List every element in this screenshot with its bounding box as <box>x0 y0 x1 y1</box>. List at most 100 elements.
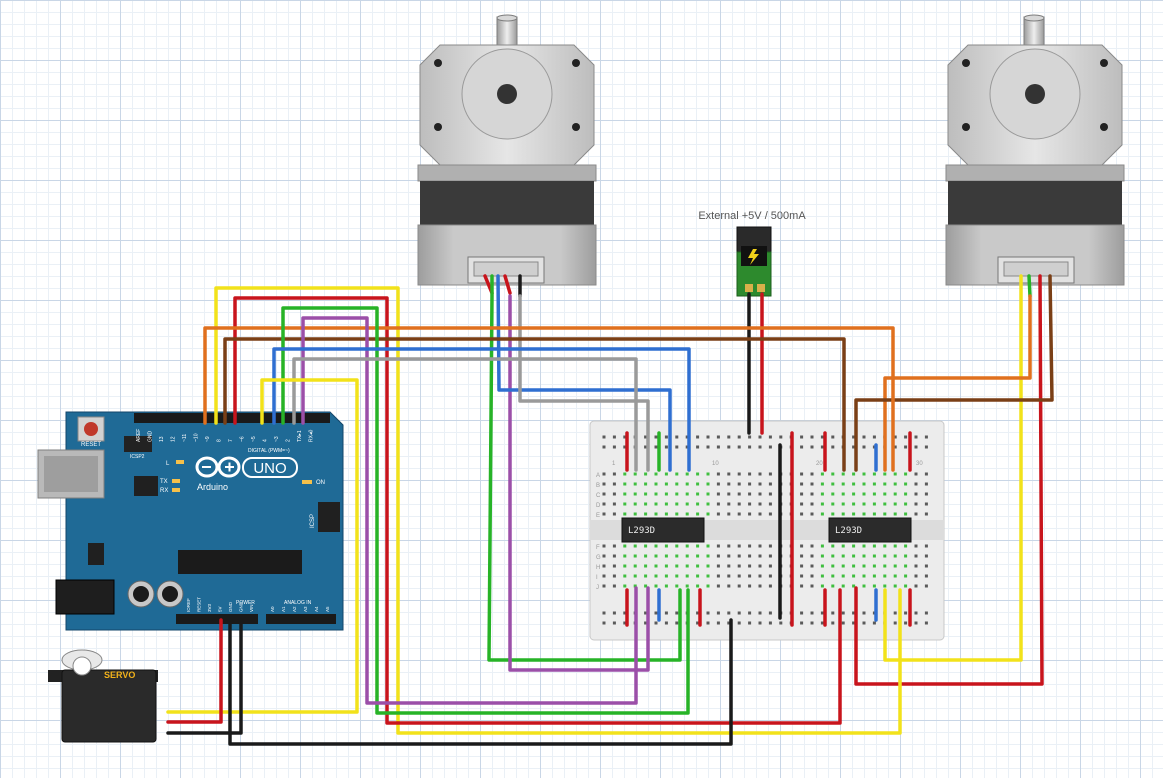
breadboard-hole <box>664 492 668 496</box>
breadboard-hole <box>800 435 804 439</box>
breadboard-hole <box>623 564 627 568</box>
breadboard-hole <box>758 445 762 449</box>
breadboard-hole <box>675 445 679 449</box>
breadboard-hole <box>644 482 648 486</box>
svg-text:20: 20 <box>816 461 823 467</box>
breadboard-hole <box>904 564 908 568</box>
arduino-uno-board: RESET ICSP2 ICSP UNO Arduino DIGITAL (PW… <box>37 411 344 631</box>
led-tx-label: TX <box>160 479 168 485</box>
breadboard-hole <box>758 512 762 516</box>
breadboard-hole <box>644 502 648 506</box>
breadboard-hole <box>664 564 668 568</box>
power-jack-label: External +5V / 500mA <box>698 210 806 222</box>
breadboard-hole <box>904 554 908 558</box>
breadboard-hole <box>727 435 731 439</box>
breadboard-hole <box>841 502 845 506</box>
breadboard-hole <box>872 584 876 588</box>
breadboard-hole <box>841 482 845 486</box>
breadboard-hole <box>768 611 772 615</box>
breadboard-hole <box>654 564 658 568</box>
breadboard-hole <box>862 435 866 439</box>
breadboard-hole <box>831 584 835 588</box>
breadboard-row-letters: A B C D E F G H I J 1 10 20 30 <box>596 461 923 591</box>
breadboard-hole <box>675 584 679 588</box>
breadboard-hole <box>612 502 616 506</box>
breadboard-hole <box>852 472 856 476</box>
arduino-pin-label: IOREF <box>186 598 191 612</box>
breadboard-hole <box>758 482 762 486</box>
breadboard-hole <box>893 472 897 476</box>
breadboard-hole <box>914 512 918 516</box>
breadboard-hole <box>924 482 928 486</box>
breadboard-hole <box>664 482 668 486</box>
breadboard-hole <box>800 554 804 558</box>
breadboard-hole <box>727 472 731 476</box>
breadboard-hole <box>727 544 731 548</box>
breadboard-hole <box>820 544 824 548</box>
arduino-pin-label: 7 <box>228 439 234 442</box>
breadboard-hole <box>852 584 856 588</box>
arduino-pin-label: A2 <box>292 606 297 612</box>
breadboard-hole <box>696 482 700 486</box>
breadboard-hole <box>737 482 741 486</box>
breadboard-hole <box>800 564 804 568</box>
breadboard-hole <box>924 512 928 516</box>
breadboard-hole <box>831 611 835 615</box>
arduino-logo: UNO Arduino <box>195 456 298 492</box>
breadboard-hole <box>820 492 824 496</box>
breadboard-hole <box>748 492 752 496</box>
breadboard-hole <box>883 564 887 568</box>
breadboard-hole <box>664 512 668 516</box>
breadboard-hole <box>612 472 616 476</box>
breadboard-hole <box>800 445 804 449</box>
breadboard-hole <box>675 502 679 506</box>
breadboard-hole <box>737 574 741 578</box>
arduino-pin-label: 13 <box>159 436 165 442</box>
wires <box>166 274 1054 746</box>
breadboard-hole <box>675 482 679 486</box>
breadboard-hole <box>820 564 824 568</box>
breadboard-hole <box>727 445 731 449</box>
breadboard-hole <box>633 512 637 516</box>
breadboard-hole <box>612 492 616 496</box>
breadboard-hole <box>779 621 783 625</box>
breadboard-hole <box>737 621 741 625</box>
breadboard-hole <box>862 554 866 558</box>
svg-text:E: E <box>596 513 600 519</box>
breadboard-hole <box>810 554 814 558</box>
breadboard-hole <box>602 574 606 578</box>
breadboard-hole <box>706 584 710 588</box>
breadboard-hole <box>696 472 700 476</box>
led-l-label: L <box>166 461 170 467</box>
breadboard-hole <box>654 544 658 548</box>
breadboard-hole <box>654 482 658 486</box>
svg-text:D: D <box>596 503 601 509</box>
breadboard-hole <box>883 544 887 548</box>
breadboard-hole <box>612 512 616 516</box>
breadboard-hole <box>633 472 637 476</box>
servo-motor: SERVO <box>48 649 158 743</box>
reset-label: RESET <box>81 442 101 448</box>
breadboard-hole <box>831 621 835 625</box>
breadboard-hole <box>727 502 731 506</box>
breadboard-hole <box>862 611 866 615</box>
breadboard-hole <box>675 621 679 625</box>
breadboard-hole <box>831 492 835 496</box>
wire-red-5v <box>166 618 223 724</box>
breadboard-hole <box>841 564 845 568</box>
breadboard-hole <box>914 574 918 578</box>
breadboard-hole <box>872 502 876 506</box>
breadboard-hole <box>924 445 928 449</box>
breadboard-hole <box>737 512 741 516</box>
wire-yellow-pin7 <box>166 378 359 714</box>
breadboard-hole <box>768 482 772 486</box>
breadboard-hole <box>914 472 918 476</box>
wire-orange <box>203 326 895 472</box>
arduino-pin-label: 3V3 <box>207 603 212 612</box>
svg-text:A: A <box>596 473 600 479</box>
breadboard-hole <box>904 512 908 516</box>
breadboard-hole <box>664 502 668 506</box>
breadboard-hole <box>831 445 835 449</box>
breadboard-hole <box>706 544 710 548</box>
breadboard-hole <box>904 492 908 496</box>
